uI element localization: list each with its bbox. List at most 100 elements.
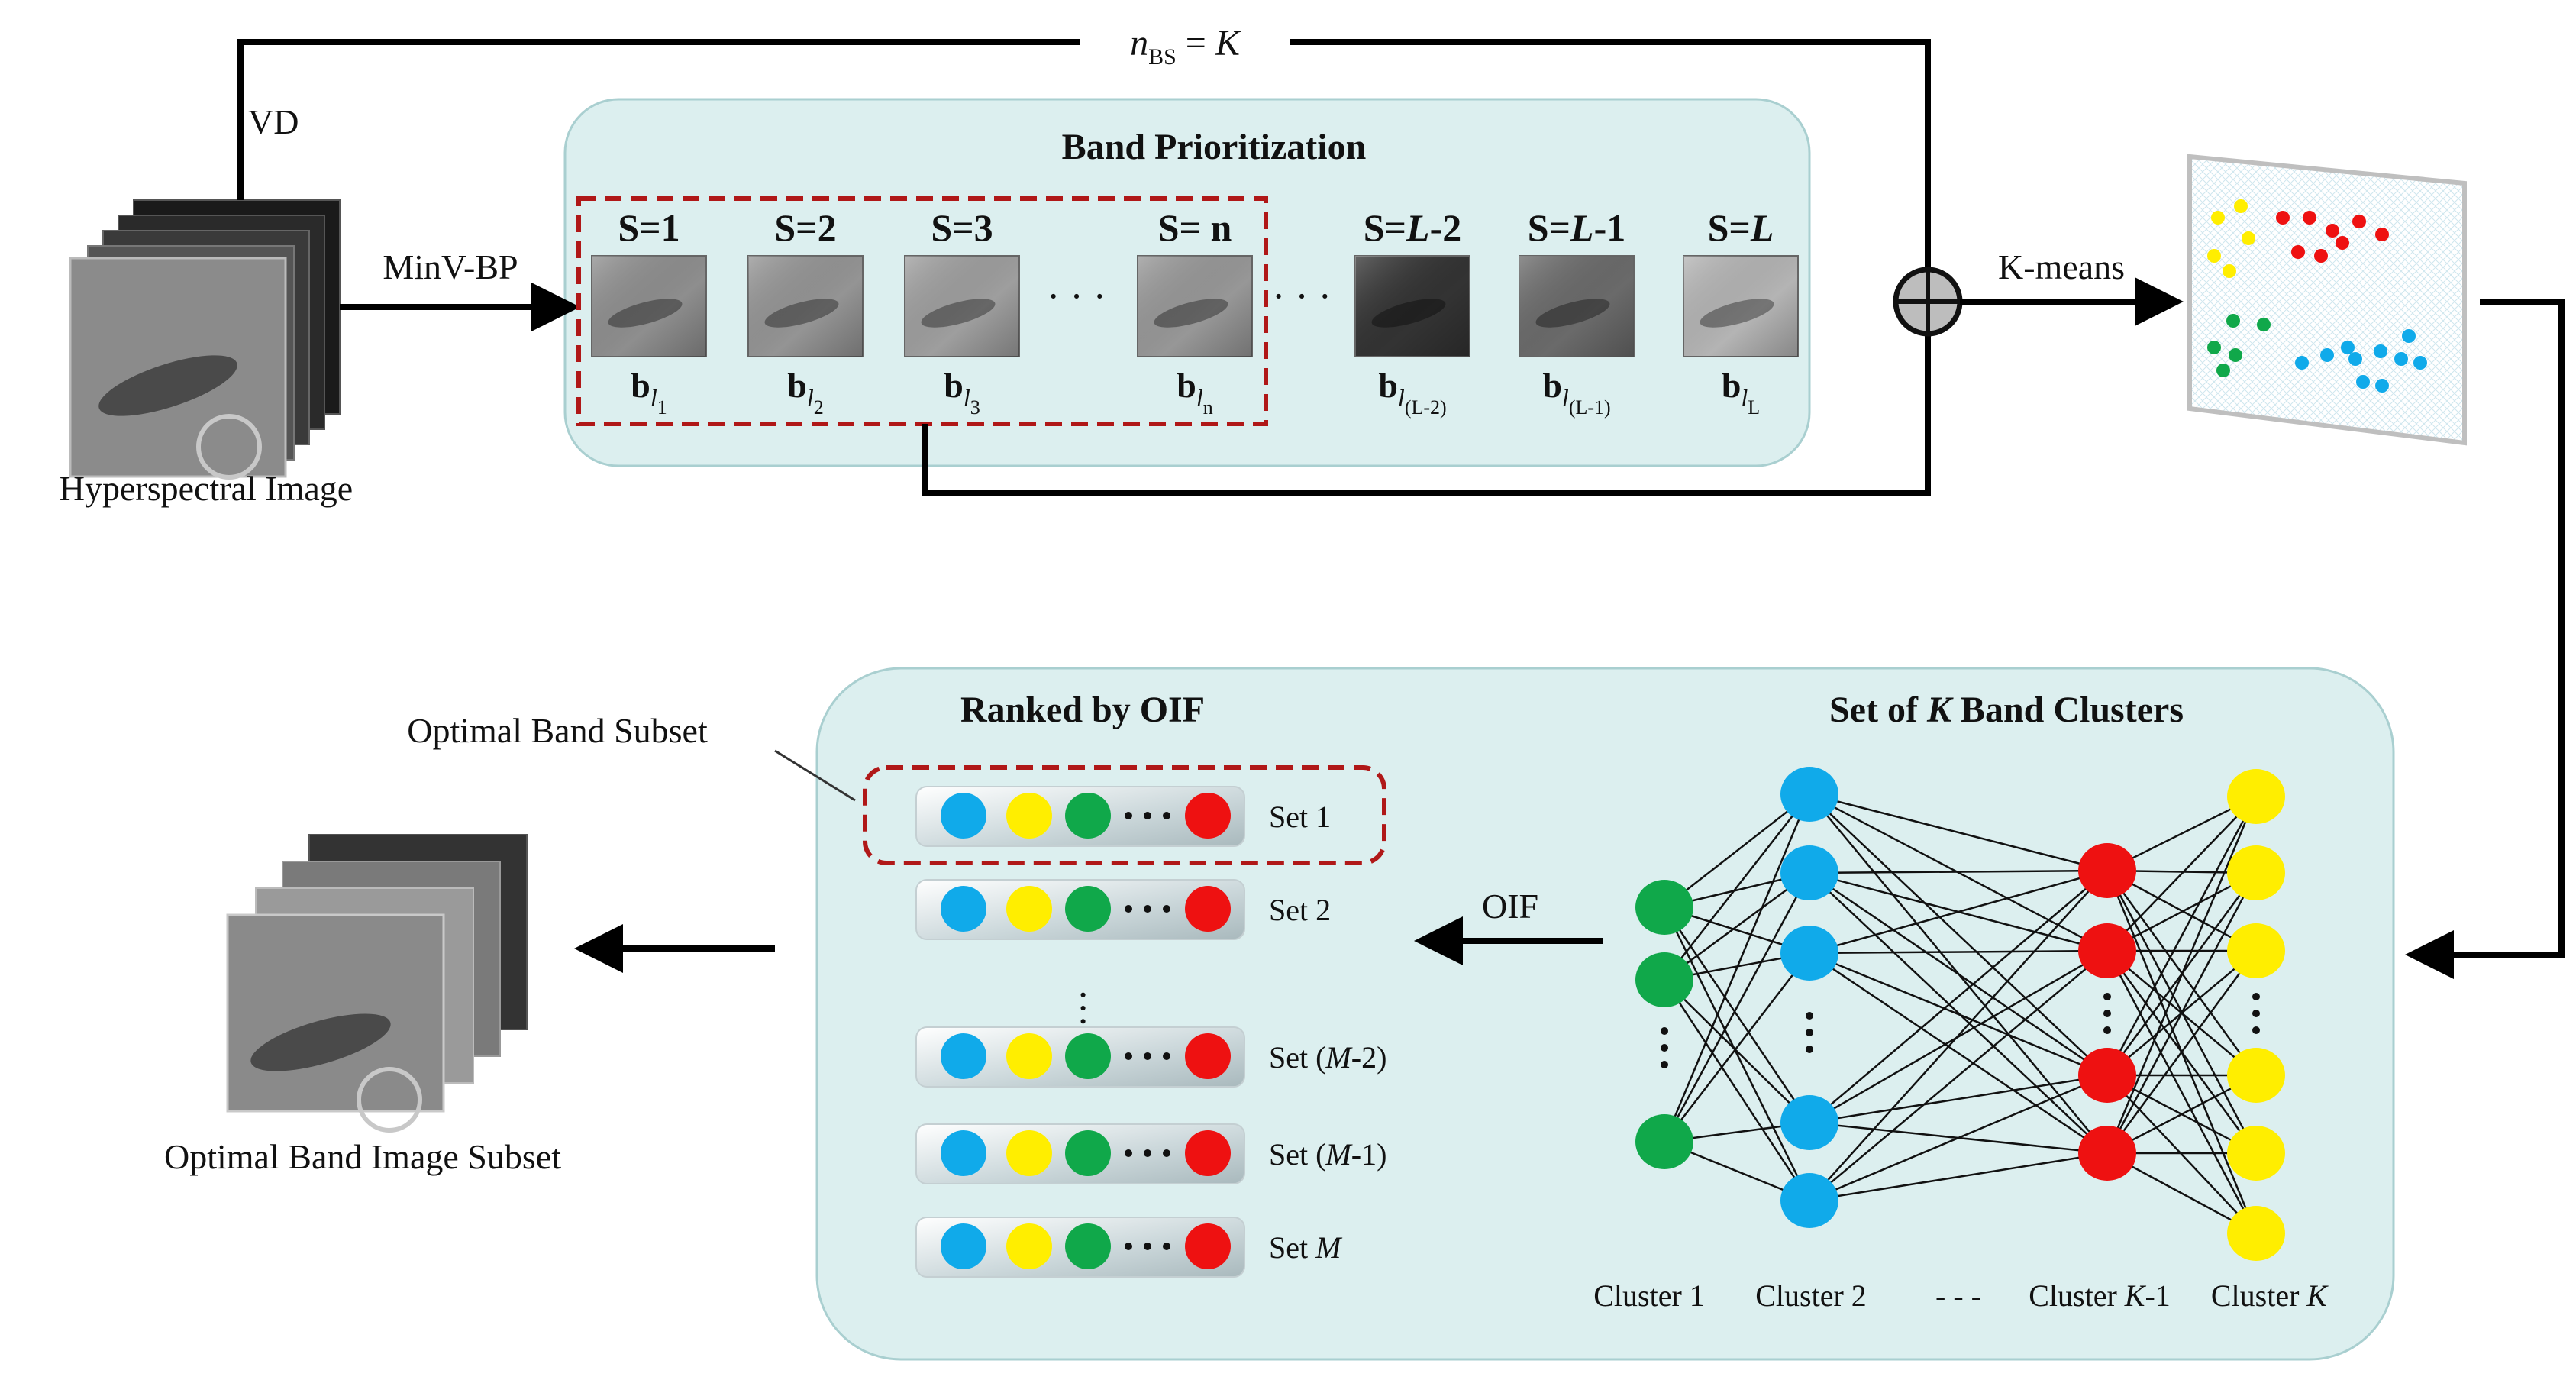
network-edge — [1809, 871, 2108, 1077]
kmeans-label: K-means — [1998, 247, 2125, 286]
network-edge — [1809, 869, 2108, 874]
band-1: S=1 bl1 — [591, 206, 707, 419]
scatter-point — [2402, 329, 2416, 343]
network-edge — [2106, 796, 2258, 1076]
hyperspectral-image-stack — [69, 199, 341, 480]
scatter-point — [2413, 356, 2427, 370]
network-edge — [1809, 950, 2108, 1201]
scatter-point — [2234, 199, 2248, 213]
set-band-dot — [1006, 886, 1052, 932]
set-band-dot — [941, 793, 986, 839]
network-edge — [1663, 793, 1811, 1142]
scatter-point — [2226, 314, 2240, 328]
set-label: Set M — [1269, 1230, 1343, 1265]
scatter-point — [2375, 379, 2389, 393]
set-row-3: Set (M-2) — [915, 1026, 1386, 1088]
network-edge — [1664, 952, 1810, 1142]
band-b-label: bl2 — [787, 366, 823, 419]
band-s-label: S=1 — [618, 206, 680, 249]
scatter-point — [2242, 231, 2255, 245]
scatter-point — [2341, 341, 2355, 354]
set-band-dot — [941, 1223, 986, 1269]
set-band-dot — [1065, 1130, 1111, 1176]
optimal-subset-label: Optimal Band Subset — [407, 711, 708, 750]
band-s-label: S=L-1 — [1528, 206, 1626, 249]
cluster-node-green — [1635, 952, 1693, 1007]
set-label: Set (M-2) — [1269, 1040, 1386, 1075]
network-edge — [1809, 793, 2108, 872]
network-edge — [1663, 872, 1811, 1142]
cluster-node-yellow — [2227, 923, 2285, 978]
optimal-image-label: Optimal Band Image Subset — [164, 1137, 561, 1176]
network-edge — [2106, 796, 2257, 952]
scatter-point — [2229, 348, 2242, 362]
band-s-label: S=3 — [931, 206, 993, 249]
scatter-point — [2295, 356, 2309, 370]
scatter-point — [2314, 249, 2328, 263]
cluster-label-dots: - - - — [1935, 1278, 1981, 1313]
scatter-point — [2211, 211, 2225, 225]
summation-node — [1893, 267, 1963, 337]
scatter-point — [2320, 348, 2334, 362]
cluster-node-blue — [1780, 767, 1838, 822]
cluster-node-blue — [1780, 1095, 1838, 1150]
set-label: Set 2 — [1269, 893, 1331, 927]
scatter-point — [2223, 264, 2236, 278]
network-edge — [2106, 950, 2258, 1234]
vd-line — [237, 39, 1080, 200]
network-edge — [1809, 870, 2108, 1201]
scatter-point — [2374, 344, 2387, 358]
network-edge — [2106, 950, 2258, 1154]
set-band-dot — [1006, 793, 1052, 839]
network-edge — [1809, 872, 2108, 1154]
set-band-dot — [1065, 793, 1111, 839]
scatter-point — [2394, 352, 2408, 366]
band-b-label: bl1 — [631, 366, 667, 419]
set-row-2: Set 2 — [915, 879, 1331, 940]
set-band-dot — [1065, 1223, 1111, 1269]
hyperspectral-image-label: Hyperspectral Image — [60, 469, 353, 508]
network-edge — [2106, 1075, 2257, 1234]
set-row-1: Set 1 — [915, 786, 1331, 847]
set-band-dot — [1185, 793, 1231, 839]
scatter-point — [2336, 236, 2349, 250]
feedback-line — [922, 332, 1931, 496]
network-edge — [1664, 979, 1810, 1123]
scatter-point — [2207, 249, 2221, 263]
scatter-point — [2216, 364, 2230, 377]
network-edge — [1809, 1074, 2108, 1124]
scatter-point — [2375, 228, 2389, 241]
network-edge — [1664, 793, 1810, 981]
network-edge — [1809, 1152, 2108, 1202]
cluster-label-4: Cluster K — [2211, 1278, 2329, 1313]
band-6: S=L-1bl(L-1) — [1519, 206, 1635, 419]
return-path — [2405, 299, 2565, 979]
set-band-dot — [1006, 1223, 1052, 1269]
set-row-5: Set M — [915, 1217, 1343, 1278]
set-band-dot — [1185, 1033, 1231, 1079]
scatter-point — [2207, 341, 2221, 354]
set-band-dot — [1006, 1130, 1052, 1176]
scatter-point — [2356, 375, 2370, 389]
band-ellipsis-1: · · · — [1047, 275, 1106, 318]
network-edge — [1809, 869, 2108, 955]
cluster-scatter-plane — [2187, 154, 2467, 446]
band-b-label: blL — [1722, 366, 1760, 419]
clusters-title: Set of K Band Clusters — [1829, 690, 2184, 730]
set-label: Set (M-1) — [1269, 1137, 1386, 1172]
nbs-label: nBS = K — [1130, 23, 1242, 69]
scatter-point — [2291, 245, 2305, 259]
cluster-node-red — [2078, 1048, 2136, 1103]
cluster-node-yellow — [2227, 769, 2285, 824]
network-edge — [1663, 907, 1811, 1123]
set-band-dot — [1185, 886, 1231, 932]
network-edge — [1664, 871, 1810, 981]
optimal-subset-pointer — [774, 749, 856, 802]
cluster-node-yellow — [2227, 845, 2285, 900]
cluster-node-yellow — [2227, 1126, 2285, 1181]
cluster-node-red — [2078, 1126, 2136, 1181]
network-edge — [1809, 870, 2108, 1123]
scatter-point — [2257, 318, 2271, 331]
